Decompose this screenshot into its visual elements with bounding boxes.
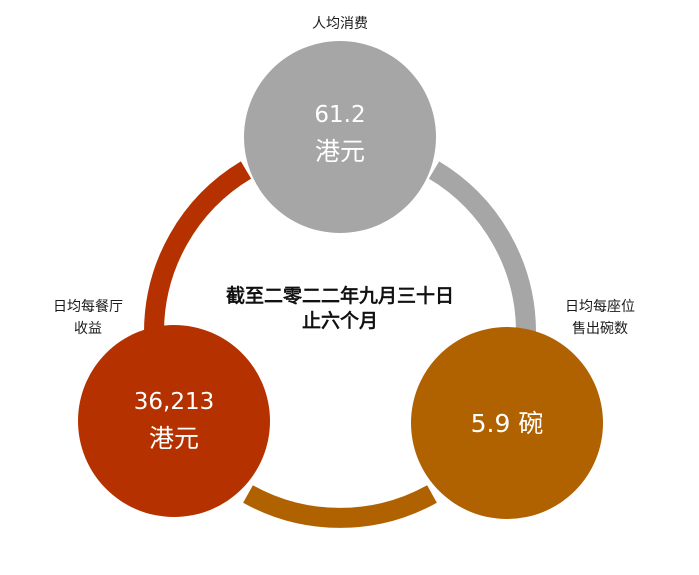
period-label-line1: 截至二零二二年九月三十日 xyxy=(225,285,454,307)
daily-revenue-label: 日均每餐厅 收益 xyxy=(18,296,158,340)
daily-revenue-value: 36,213 xyxy=(133,389,215,415)
avg-spending-value-group: 61.2 港元 xyxy=(260,98,420,172)
daily-revenue-value-group: 36,213 港元 xyxy=(84,385,264,459)
bowls-sold-value: 5.9 碗 xyxy=(470,409,544,438)
avg-spending-value: 61.2 xyxy=(314,102,366,128)
daily-revenue-unit: 港元 xyxy=(148,424,199,453)
ring-arc-red xyxy=(144,161,252,333)
avg-spending-label: 人均消费 xyxy=(312,16,368,32)
ring-arc-orange xyxy=(243,485,437,528)
bowls-sold-value-group: 5.9 碗 xyxy=(427,404,587,444)
bowls-sold-label: 日均每座位 售出碗数 xyxy=(530,296,670,340)
daily-revenue-label-line1: 日均每餐厅 xyxy=(53,299,123,315)
period-label-line2: 止六个月 xyxy=(301,310,378,332)
bowls-sold-label-line1: 日均每座位 xyxy=(565,299,635,315)
period-label: 截至二零二二年九月三十日 止六个月 xyxy=(190,284,490,334)
daily-revenue-label-line2: 收益 xyxy=(74,321,102,337)
circle-avg-spending xyxy=(244,41,436,233)
circle-daily-revenue xyxy=(78,325,270,517)
circle-bowls-sold xyxy=(411,327,603,519)
avg-spending-unit: 港元 xyxy=(314,137,365,166)
ring-arc-grey xyxy=(428,161,536,333)
bowls-sold-label-line2: 售出碗数 xyxy=(572,321,628,337)
